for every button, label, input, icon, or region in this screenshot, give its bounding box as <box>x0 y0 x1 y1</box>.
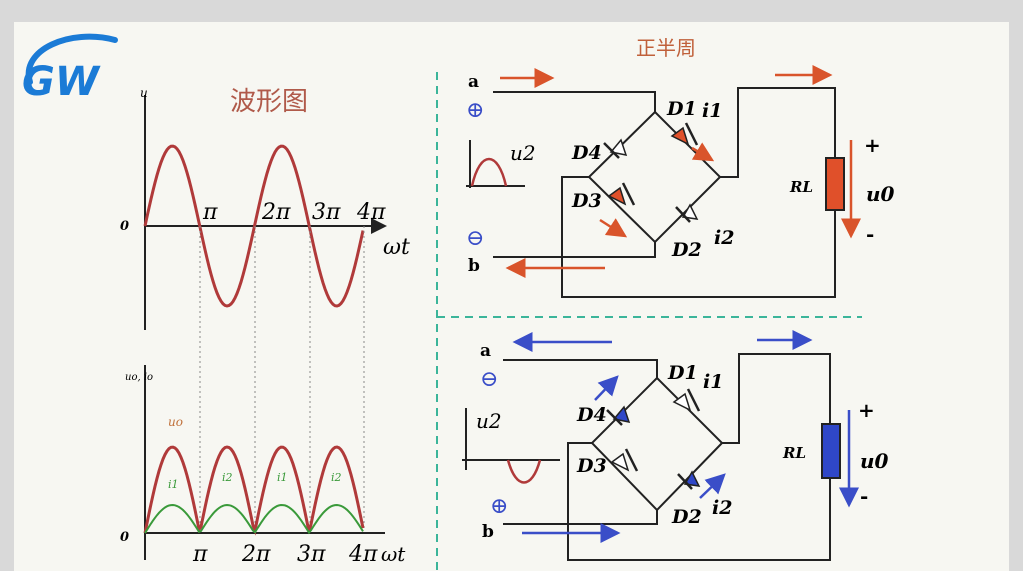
bottom-d3-label: D3 <box>576 455 607 477</box>
top-minus-sign: ⊖ <box>466 226 484 251</box>
uo-rectified-wave <box>143 445 365 536</box>
bottom-terminal-b: b <box>482 522 494 542</box>
company-logo: GW <box>22 33 118 105</box>
top-d3-label: D3 <box>571 190 602 212</box>
bottom-minus-sign: ⊖ <box>480 367 498 392</box>
top-i1-label: i1 <box>702 100 722 122</box>
bottom-load-label: RL <box>782 444 806 462</box>
i-label-2: i2 <box>222 471 233 484</box>
top-plus-sign: ⊕ <box>466 98 484 123</box>
bottom-out-label: u0 <box>860 449 889 473</box>
top-d1-label: D1 <box>666 98 697 120</box>
io-current-wave <box>144 503 364 535</box>
bottom-terminal-a: a <box>480 341 491 361</box>
top-axis-label: u <box>140 86 148 100</box>
bottom-source-label: u2 <box>476 409 502 433</box>
top-origin-label: 0 <box>120 219 129 234</box>
bottom-origin-label: 0 <box>120 530 129 545</box>
top-d2-label: D2 <box>671 239 702 261</box>
bottom-axis-label: uo, io <box>125 372 153 383</box>
uo-label: uo <box>168 415 183 429</box>
top-caption: 正半周 <box>636 36 696 60</box>
top-out-label: u0 <box>866 182 895 206</box>
waveform-panel: 波形图 u 0 π 2π 3π 4π ωt uo, io 0 <box>120 86 410 567</box>
top-load-label: RL <box>789 178 813 196</box>
bottom-d4-label: D4 <box>576 404 607 426</box>
top-tick-2pi: 2π <box>261 200 291 225</box>
i-label-1: i1 <box>168 478 179 491</box>
bottom-out-plus: + <box>858 398 875 422</box>
bottom-tick-4pi: 4π <box>348 542 378 567</box>
bottom-tick-2pi: 2π <box>241 542 271 567</box>
top-tick-4pi: 4π <box>356 200 386 225</box>
bottom-circuit: a ⊖ ⊕ b u2 <box>462 330 889 561</box>
bottom-i1-label: i1 <box>703 371 723 393</box>
diagram-panel <box>14 22 1009 571</box>
logo-text: GW <box>22 59 101 105</box>
top-out-minus: - <box>866 222 874 246</box>
top-d4-label: D4 <box>571 142 602 164</box>
i-label-3: i1 <box>277 471 288 484</box>
top-tick-pi: π <box>202 200 218 225</box>
top-circuit: 正半周 a ⊕ ⊖ b u2 <box>466 36 895 298</box>
i-label-4: i2 <box>331 471 342 484</box>
top-terminal-a: a <box>468 72 479 92</box>
top-tick-3pi: 3π <box>312 200 341 225</box>
guide-lines <box>199 226 365 530</box>
bottom-plus-sign: ⊕ <box>490 494 508 519</box>
waveform-title: 波形图 <box>230 87 308 117</box>
bottom-x-label: ωt <box>381 542 406 566</box>
bottom-i2-label: i2 <box>712 497 732 519</box>
top-source-label: u2 <box>510 141 536 165</box>
top-terminal-b: b <box>468 256 480 276</box>
bottom-tick-pi: π <box>192 542 208 567</box>
bottom-d1-label: D1 <box>667 362 698 384</box>
top-i2-label: i2 <box>714 227 734 249</box>
bottom-tick-3pi: 3π <box>297 542 326 567</box>
bottom-out-minus: - <box>860 484 868 508</box>
top-out-plus: + <box>864 133 881 157</box>
top-x-label: ωt <box>383 235 410 260</box>
bottom-d2-label: D2 <box>671 506 702 528</box>
sine-wave <box>143 144 365 308</box>
